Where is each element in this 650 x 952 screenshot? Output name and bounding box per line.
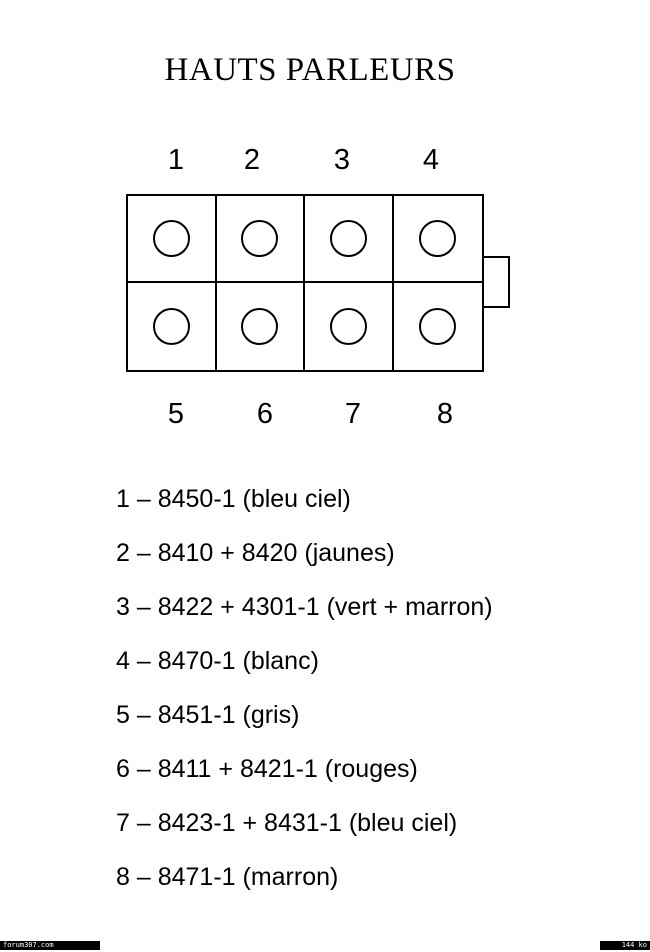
footer-source: forum307.com [0,941,100,950]
legend-item: 2 – 8410 + 8420 (jaunes) [116,539,395,567]
pin-cell-3 [305,196,394,283]
legend-item: 8 – 8471-1 (marron) [116,863,339,891]
pin-label-3: 3 [333,144,351,176]
connector-latch [482,256,510,308]
diagram-title: HAUTS PARLEURS [164,52,456,88]
pin-hole [329,220,367,257]
wire-legend: 1 – 8450-1 (bleu ciel) 2 – 8410 + 8420 (… [116,482,493,914]
pin-label-8: 8 [436,398,454,430]
pin-hole [419,220,457,257]
pin-label-7: 7 [344,398,362,430]
connector-block [126,194,484,372]
pin-cell-6 [217,283,305,370]
pin-cell-4 [393,196,482,283]
footer-size: 144 ko [600,941,650,950]
pin-label-6: 6 [256,398,274,430]
pin-label-5: 5 [167,398,185,430]
pin-label-1: 1 [167,144,185,176]
pin-hole [152,220,190,257]
legend-item: 7 – 8423-1 + 8431-1 (bleu ciel) [116,809,458,837]
pin-cell-2 [216,196,305,283]
pin-cell-5 [128,283,217,370]
pin-cell-1 [128,196,217,283]
pin-label-4: 4 [422,144,440,176]
legend-item: 6 – 8411 + 8421-1 (rouges) [116,755,418,783]
legend-item: 5 – 8451-1 (gris) [116,701,300,729]
pin-cell-8 [394,283,483,370]
pin-label-2: 2 [243,144,261,176]
pin-cell-7 [305,283,394,370]
legend-item: 1 – 8450-1 (bleu ciel) [116,485,351,513]
pin-hole [241,220,279,257]
legend-item: 4 – 8470-1 (blanc) [116,647,319,675]
pin-hole [419,308,457,345]
legend-item: 3 – 8422 + 4301-1 (vert + marron) [116,593,493,621]
pin-hole [329,308,367,345]
pin-hole [152,308,190,345]
pin-hole [241,308,279,345]
